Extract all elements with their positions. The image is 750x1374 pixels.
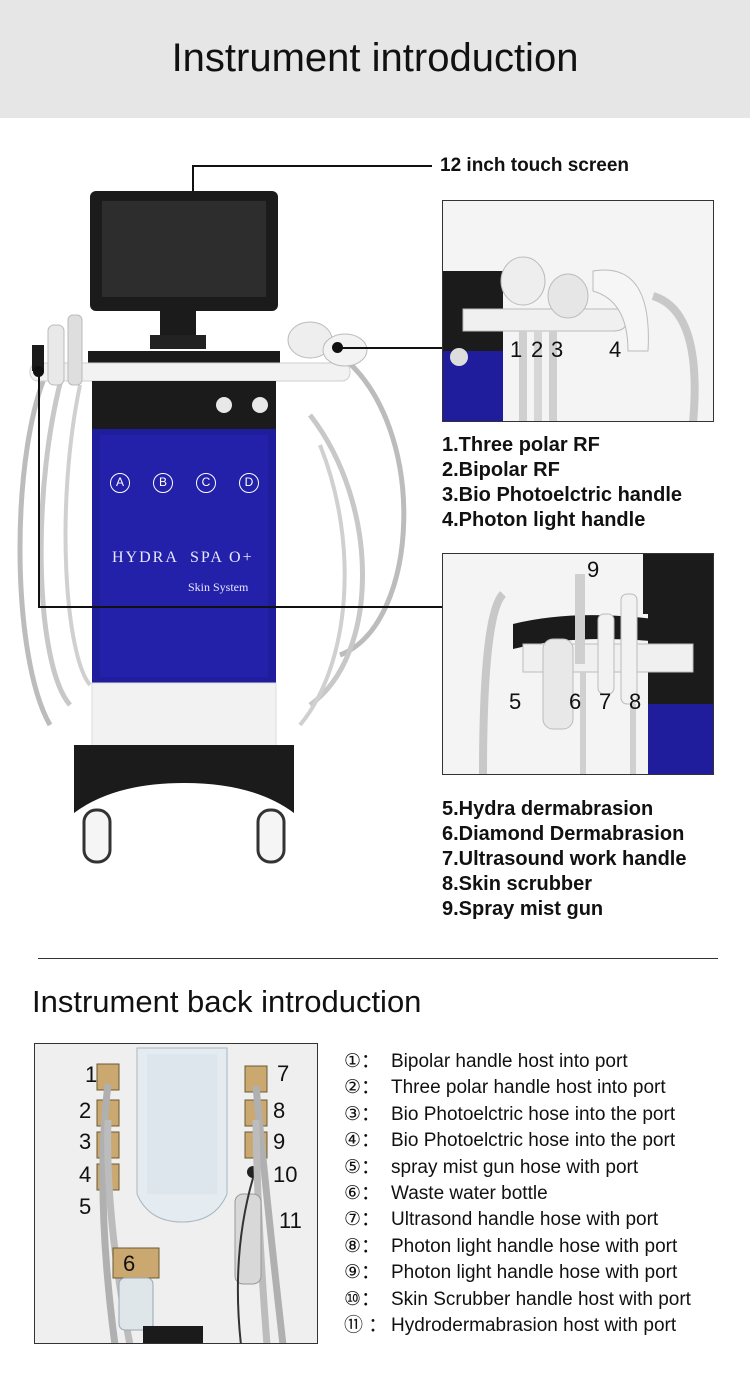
handles-list-bottom: 5.Hydra dermabrasion 6.Diamond Dermabras…	[442, 797, 686, 922]
page-title: Instrument introduction	[171, 36, 579, 80]
handle-number-8: 8	[629, 689, 642, 714]
handles-list-item: 2.Bipolar RF	[442, 459, 560, 481]
list-item-text: Three polar handle host into port	[391, 1077, 666, 1099]
handles-list-top: 1.Three polar RF 2.Bipolar RF 3.Bio Phot…	[442, 433, 682, 533]
port-number-11: 11	[279, 1208, 302, 1233]
list-item: ⑧： Photon light handle hose with port	[344, 1234, 691, 1260]
handle-number-9: 9	[587, 557, 600, 582]
port-number-1: 1	[85, 1062, 98, 1087]
handles-detail-photo: 1 2 3 4	[442, 200, 714, 422]
handle-number-2: 2	[531, 337, 544, 362]
bottle-label-a: A	[110, 473, 130, 493]
handles-detail-drawing-2	[443, 554, 713, 774]
handles-list-item: 5.Hydra dermabrasion	[442, 798, 654, 820]
back-port-list: ①： Bipolar handle host into port ②： Three …	[344, 1049, 691, 1339]
list-item: ②： Three polar handle host into port	[344, 1075, 691, 1101]
list-item-text: Hydrodermabrasion host with port	[391, 1315, 677, 1337]
list-item: ③： Bio Photoelctric hose into the port	[344, 1102, 691, 1128]
list-item-text: Bio Photoelctric hose into the port	[391, 1130, 676, 1152]
list-item-text: Ultrasond handle hose with port	[391, 1209, 659, 1231]
handles-list-item: 7.Ultrasound work handle	[442, 848, 687, 870]
back-photo: 1 2 3 4 5 6 7 8 9 10 11	[34, 1043, 318, 1344]
port-number-10: 10	[273, 1162, 298, 1187]
handles-list-item: 4.Photon light handle	[442, 509, 646, 531]
list-item-text: Photon light handle hose with port	[391, 1262, 678, 1284]
list-item: ④： Bio Photoelctric hose into the port	[344, 1128, 691, 1154]
handles-list-item: 9.Spray mist gun	[442, 898, 604, 920]
machine-illustration	[17, 191, 407, 864]
handle-number-4: 4	[609, 337, 622, 362]
list-item-number: ⑧：	[344, 1235, 381, 1257]
list-item-text: Skin Scrubber handle host with port	[391, 1288, 691, 1310]
list-item-number: ⑨：	[344, 1262, 381, 1284]
port-number-2: 2	[79, 1098, 92, 1123]
section-divider	[38, 958, 718, 959]
list-item: ①： Bipolar handle host into port	[344, 1049, 691, 1075]
bottle-label-b: B	[153, 473, 173, 493]
list-item-text: Bipolar handle host into port	[391, 1051, 628, 1072]
list-item-number: ②：	[344, 1077, 381, 1099]
bottle-label-c: C	[196, 473, 216, 493]
handles-callout-dot	[332, 342, 343, 353]
list-item-number: ①：	[344, 1051, 381, 1072]
left-callout-line-h	[38, 606, 442, 608]
handles-list-item: 8.Skin scrubber	[442, 873, 593, 895]
port-number-8: 8	[273, 1098, 286, 1123]
list-item-text: spray mist gun hose with port	[391, 1156, 639, 1178]
handle-number-5: 5	[509, 689, 522, 714]
bottle-label-d: D	[239, 473, 259, 493]
list-item-text: Waste water bottle	[391, 1183, 548, 1205]
port-number-5: 5	[79, 1194, 92, 1219]
list-item-text: Photon light handle hose with port	[391, 1235, 678, 1257]
list-item-number: ③：	[344, 1103, 381, 1125]
list-item: ⑥： Waste water bottle	[344, 1181, 691, 1207]
list-item: ⑩： Skin Scrubber handle host with port	[344, 1287, 691, 1313]
port-number-3: 3	[79, 1129, 92, 1154]
bottle-label-row: A B C D	[110, 473, 270, 495]
handle-number-7: 7	[599, 689, 612, 714]
list-item-number: ⑦：	[344, 1209, 381, 1231]
port-number-7: 7	[277, 1061, 290, 1086]
machine-subtitle: Skin System	[188, 580, 249, 594]
handles-detail-drawing	[443, 201, 713, 421]
list-item-number: ⑤：	[344, 1156, 381, 1178]
title-band: Instrument introduction	[0, 0, 750, 118]
list-item-number: ⑥：	[344, 1183, 381, 1205]
handles-list-item: 3.Bio Photoelctric handle	[442, 484, 683, 506]
list-item: ⑤： spray mist gun hose with port	[344, 1155, 691, 1181]
machine-brand: HYDRA SPA O+	[112, 549, 254, 566]
list-item: ⑨： Photon light handle hose with port	[344, 1260, 691, 1286]
list-item-text: Bio Photoelctric hose into the port	[391, 1103, 676, 1125]
list-item: ⑪ ： Hydrodermabrasion host with port	[344, 1313, 691, 1339]
handles-callout-line	[337, 347, 442, 349]
left-callout-line-v	[38, 370, 40, 608]
list-item: ⑦： Ultrasond handle hose with port	[344, 1207, 691, 1233]
back-section-title: Instrument back introduction	[32, 984, 422, 1019]
port-number-4: 4	[79, 1162, 92, 1187]
screen-callout-line-h	[192, 165, 432, 167]
list-item-number: ⑪ ：	[344, 1315, 388, 1337]
port-number-6: 6	[123, 1251, 136, 1276]
handles-detail-photo-2: 9 5 6 7 8	[442, 553, 714, 775]
screen-callout-label: 12 inch touch screen	[440, 155, 630, 176]
handles-list-item: 1.Three polar RF	[442, 434, 600, 456]
handle-number-1: 1	[510, 337, 523, 362]
back-panel-drawing	[35, 1044, 317, 1343]
list-item-number: ④：	[344, 1130, 381, 1152]
handle-number-3: 3	[551, 337, 564, 362]
left-callout-dot	[33, 366, 44, 377]
handle-number-6: 6	[569, 689, 582, 714]
list-item-number: ⑩：	[344, 1288, 381, 1310]
handles-list-item: 6.Diamond Dermabrasion	[442, 823, 685, 845]
port-number-9: 9	[273, 1129, 286, 1154]
